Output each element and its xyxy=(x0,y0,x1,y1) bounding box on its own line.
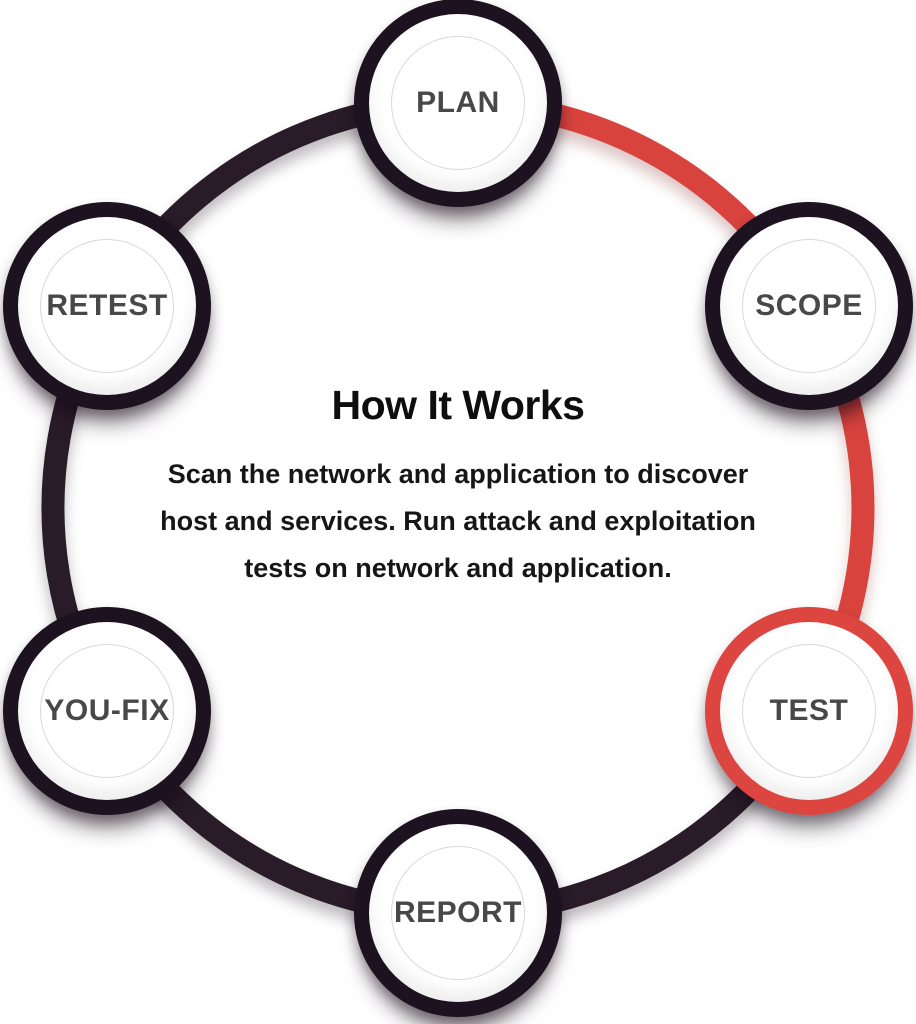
step-node-retest: RETEST xyxy=(3,202,211,410)
step-node-test-label: TEST xyxy=(769,694,849,727)
center-text-block: How It Works Scan the network and applic… xyxy=(160,382,756,592)
step-node-plan-label: PLAN xyxy=(416,86,500,119)
diagram-title: How It Works xyxy=(331,382,585,428)
step-node-scope: SCOPE xyxy=(705,202,913,410)
diagram-description: Scan the network and application to disc… xyxy=(160,459,756,583)
step-node-report: REPORT xyxy=(354,809,562,1017)
step-node-report-label: REPORT xyxy=(393,896,522,929)
step-node-report-face: REPORT xyxy=(369,824,547,1002)
step-node-scope-face: SCOPE xyxy=(720,217,898,395)
step-node-test: TEST xyxy=(705,607,913,815)
step-node-retest-label: RETEST xyxy=(46,289,168,322)
step-node-scope-inner-circle: SCOPE xyxy=(742,239,876,373)
step-node-retest-inner-circle: RETEST xyxy=(40,239,174,373)
step-node-test-face: TEST xyxy=(720,622,898,800)
step-node-you-fix: YOU-FIX xyxy=(3,607,211,815)
step-node-plan-face: PLAN xyxy=(369,14,547,192)
step-node-plan: PLAN xyxy=(354,0,562,207)
step-node-scope-label: SCOPE xyxy=(755,289,863,322)
step-node-you-fix-inner-circle: YOU-FIX xyxy=(40,644,174,778)
step-node-retest-face: RETEST xyxy=(18,217,196,395)
step-node-report-inner-circle: REPORT xyxy=(391,846,525,980)
step-node-plan-inner-circle: PLAN xyxy=(391,36,525,170)
step-node-test-inner-circle: TEST xyxy=(742,644,876,778)
step-node-you-fix-label: YOU-FIX xyxy=(44,694,170,727)
step-node-you-fix-face: YOU-FIX xyxy=(18,622,196,800)
